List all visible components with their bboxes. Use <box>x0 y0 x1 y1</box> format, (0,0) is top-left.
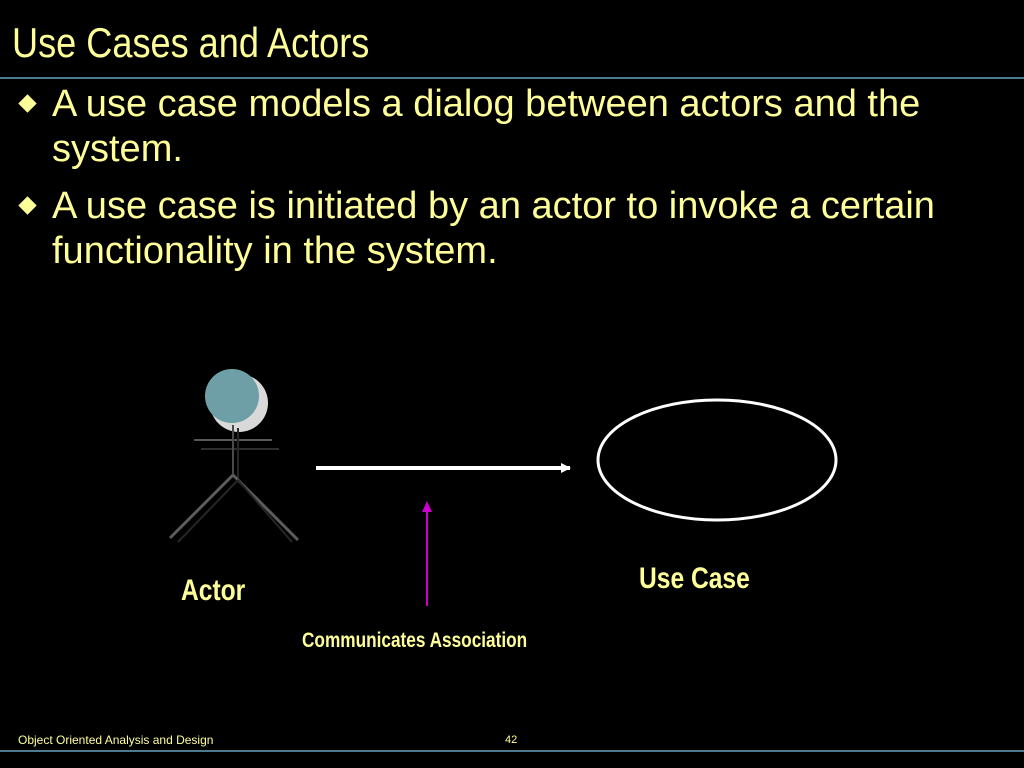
use-case-label: Use Case <box>639 562 750 595</box>
bullet-item-2: A use case is initiated by an actor to i… <box>18 184 1008 274</box>
actor-left-leg-shadow <box>177 479 239 543</box>
slide-title: Use Cases and Actors <box>12 19 370 66</box>
footer-divider <box>0 750 1024 752</box>
association-label: Communicates Association <box>302 629 528 652</box>
pointer-arrow-head <box>422 501 432 512</box>
actor-figure-icon <box>168 369 300 543</box>
actor-label: Actor <box>181 574 246 607</box>
actor-head <box>205 369 259 423</box>
bullet-item-1: A use case models a dialog between actor… <box>18 82 1008 172</box>
actor-left-leg <box>168 473 235 540</box>
footer-course-title: Object Oriented Analysis and Design <box>18 733 214 747</box>
bullet-list: A use case models a dialog between actor… <box>18 82 1008 286</box>
actor-right-leg-shadow <box>237 479 293 543</box>
title-divider <box>0 77 1024 79</box>
bullet-text-1: A use case models a dialog between actor… <box>52 83 921 170</box>
footer-page-number: 42 <box>505 734 518 746</box>
bullet-text-2: A use case is initiated by an actor to i… <box>52 185 935 272</box>
pointer-arrow <box>422 501 432 606</box>
use-case-ellipse <box>596 398 838 522</box>
